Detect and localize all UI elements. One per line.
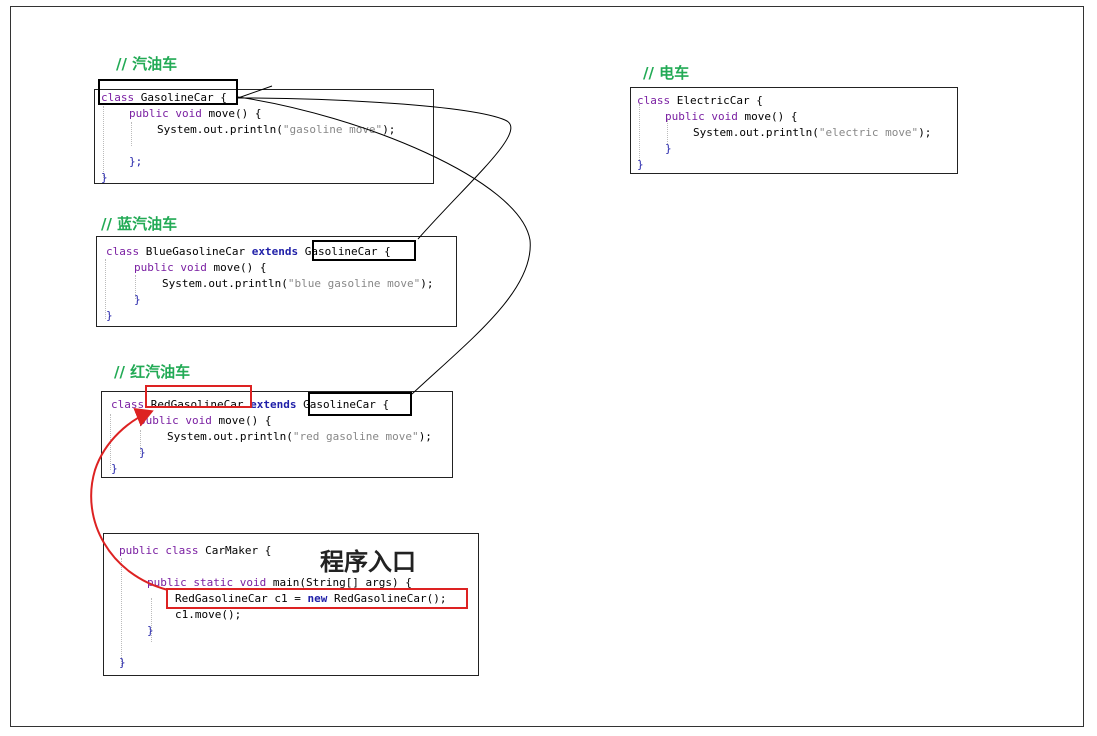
indent-guide [121,558,122,666]
entry-point-label: 程序入口 [320,548,416,576]
code-line: } [106,309,113,322]
comment-blue: // 蓝汽油车 [101,215,178,233]
code-line: } [139,446,146,459]
code-line: }; [129,155,143,168]
code-line: c1.move(); [175,608,242,621]
comment-electric: // 电车 [643,64,690,82]
indent-guide [105,259,106,319]
code-line: } [637,158,644,171]
code-line: } [101,171,108,184]
code-line: class GasolineCar { [101,91,227,104]
highlight-red-class-name [145,385,252,408]
code-line: public void move() { [665,110,798,123]
code-line: RedGasolineCar c1 = new RedGasolineCar()… [175,592,447,605]
indent-guide [151,598,152,642]
highlight-blue-parent [312,240,416,261]
code-line: public void move() { [129,107,262,120]
code-line: public void move() { [134,261,267,274]
highlight-gasoline-class [98,79,238,105]
code-line: System.out.println("electric move"); [693,126,932,139]
indent-guide [667,120,668,144]
code-line: } [147,624,154,637]
indent-guide [103,106,104,178]
indent-guide [639,104,640,160]
code-line: } [111,462,118,475]
code-line: System.out.println("red gasoline move"); [167,430,432,443]
code-line: } [119,656,126,669]
code-line: public void move() { [139,414,272,427]
code-line: } [134,293,141,306]
code-line: System.out.println("blue gasoline move")… [162,277,434,290]
code-line: } [665,142,672,155]
highlight-red-parent [308,392,412,416]
code-line: class RedGasolineCar extends GasolineCar… [111,398,390,411]
indent-guide [135,275,136,299]
highlight-instantiation [166,588,468,609]
comment-gasoline: // 汽油车 [116,55,178,73]
indent-guide [131,122,132,146]
canvas-frame [10,6,1084,727]
code-block-electric-car: class ElectricCar { public void move() {… [630,87,958,174]
code-line: System.out.println("gasoline move"); [157,123,396,136]
code-line: public class CarMaker { [119,544,272,557]
comment-red: // 红汽油车 [114,363,191,381]
code-line: class ElectricCar { [637,94,763,107]
